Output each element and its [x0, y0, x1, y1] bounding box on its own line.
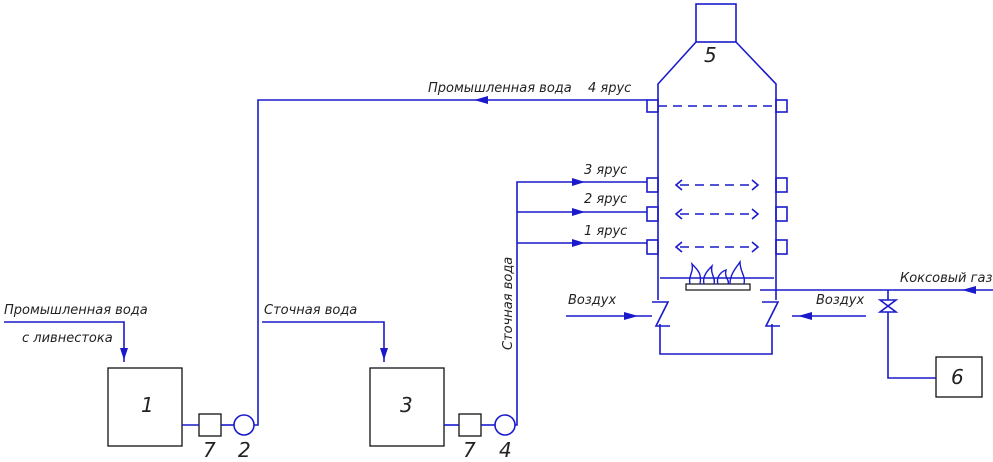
arrow-air-right	[798, 312, 812, 320]
tank-3	[369, 367, 445, 447]
label-air-left: Воздух	[568, 293, 616, 308]
pipe-inlet-tank3	[262, 321, 385, 362]
arrow-right-tier2	[572, 208, 585, 216]
nozzle-1-left	[646, 239, 659, 255]
label-tier-3: 3 ярус	[584, 163, 627, 178]
label-industrial-water-left-2: с ливнестока	[22, 331, 113, 346]
arrow-coke-gas	[962, 286, 976, 294]
tower-bottom	[659, 324, 773, 355]
number-4: 4	[499, 438, 512, 462]
arrow-down-tank1	[120, 348, 128, 360]
tower-top-box	[695, 3, 737, 43]
arrow-right-tier3	[572, 178, 585, 186]
arrow-down-tank3	[380, 348, 388, 360]
tower-right-wall	[735, 41, 777, 300]
nozzle-4-right	[775, 99, 788, 113]
air-inlet-right	[762, 301, 780, 327]
number-1: 1	[141, 393, 154, 417]
nozzle-2-right	[775, 206, 788, 222]
flame-icon	[688, 259, 746, 285]
number-6: 6	[951, 365, 964, 389]
label-waste-water: Сточная вода	[264, 303, 357, 318]
arrow-left-industrial-water	[474, 96, 488, 104]
spray-chevrons-left	[674, 179, 683, 253]
label-industrial-water-left-1: Промышленная вода	[4, 303, 148, 318]
pipe-to-device6	[887, 312, 936, 379]
label-air-right: Воздух	[816, 293, 864, 308]
label-tier-1: 1 ярус	[584, 224, 627, 239]
nozzle-1-right	[775, 239, 788, 255]
tank-1	[107, 367, 183, 447]
spray-chevrons-right	[751, 179, 760, 253]
burner-grate	[685, 283, 751, 291]
number-7-left: 7	[203, 438, 216, 462]
pump-4	[494, 414, 516, 436]
nozzle-4-left	[646, 99, 659, 113]
label-waste-water-vertical: Сточная вода	[501, 257, 516, 350]
label-tier-4: 4 ярус	[588, 81, 631, 96]
label-coke-gas: Коксовый газ	[900, 271, 992, 286]
number-7-right: 7	[463, 438, 476, 462]
label-tier-2: 2 ярус	[584, 192, 627, 207]
nozzle-2-left	[646, 206, 659, 222]
nozzle-3-right	[775, 177, 788, 193]
pipe-pump2-tier4	[254, 99, 647, 426]
arrow-right-tier1	[572, 239, 585, 247]
nozzle-3-left	[646, 177, 659, 193]
filter-7-left	[198, 413, 222, 437]
label-industrial-water: Промышленная вода	[428, 81, 572, 96]
arrow-air-left	[624, 312, 638, 320]
number-3: 3	[400, 393, 413, 417]
pump-2	[233, 414, 255, 436]
filter-7-right	[458, 413, 482, 437]
valve-icon	[877, 299, 899, 313]
air-inlet-left	[652, 301, 670, 327]
number-5: 5	[704, 43, 717, 67]
number-2: 2	[238, 438, 251, 462]
tower-left-wall	[657, 41, 697, 300]
device-6	[935, 356, 983, 398]
